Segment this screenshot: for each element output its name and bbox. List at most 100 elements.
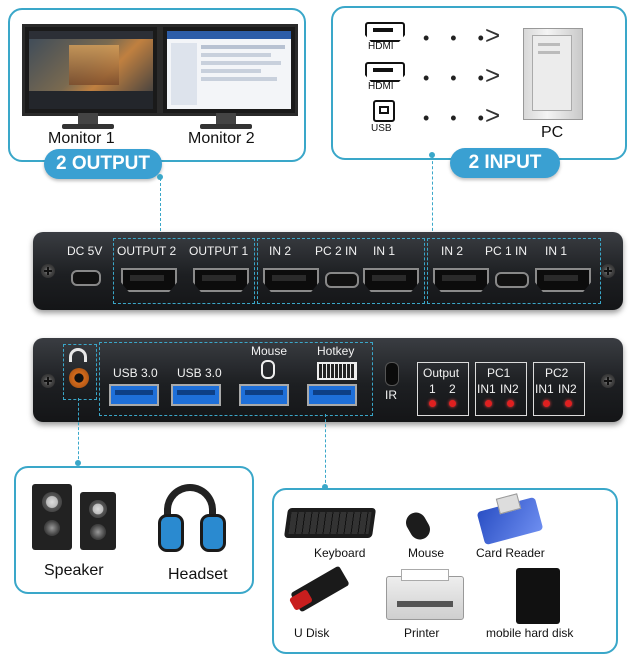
screw-icon	[601, 264, 615, 278]
connection-dots: • • •	[423, 108, 492, 128]
pc1-in2-port	[433, 268, 489, 292]
pc1-usb-c-port	[495, 272, 529, 288]
connector-line	[325, 414, 326, 488]
mouse-usb-port	[239, 384, 289, 406]
speaker-label: Speaker	[44, 562, 104, 579]
usb30-2-port	[171, 384, 221, 406]
usb-devices-panel: Keyboard Mouse Card Reader U Disk Printe…	[272, 488, 618, 654]
monitor-2-base	[200, 124, 252, 129]
pc2-led-in1	[543, 400, 550, 407]
speaker-right-image	[80, 492, 116, 550]
hdmi-icon	[365, 22, 405, 42]
output-led-label: Output	[423, 366, 460, 380]
card-reader-label: Card Reader	[476, 546, 545, 560]
hard-disk-image	[516, 568, 560, 624]
connector-line	[432, 156, 433, 236]
printer-image	[386, 569, 464, 620]
usb-label: USB	[371, 123, 392, 134]
hdmi-label-1: HDMI	[368, 41, 394, 52]
connector-dot	[429, 152, 435, 158]
monitor-2-label: Monitor 2	[188, 130, 255, 147]
usb30-2-label: USB 3.0	[177, 366, 222, 380]
kvm-front-panel: DC 5V OUTPUT 2 OUTPUT 1 IN 2 PC 2 IN IN …	[33, 232, 623, 310]
pc1-in2-label: IN 2	[441, 244, 464, 258]
pc-tower-image	[523, 28, 583, 120]
pc2-in2-port	[263, 268, 319, 292]
hdmi-icon	[365, 62, 405, 82]
mouse-image	[402, 508, 434, 544]
pc2-led-label: PC2	[545, 366, 569, 380]
pc1-led-label: PC1	[487, 366, 511, 380]
hard-disk-label: mobile hard disk	[486, 626, 574, 640]
audio-group	[63, 344, 97, 400]
pc2-led-in1-label: IN1	[535, 382, 554, 396]
ir-receiver	[385, 362, 399, 386]
card-reader-image	[476, 493, 544, 546]
headset-image	[158, 484, 226, 552]
output-2-label: OUTPUT 2	[117, 244, 177, 258]
monitor-2-image	[160, 24, 298, 116]
connection-dots: • • •	[423, 28, 492, 48]
pc2-in1-label: IN 1	[373, 244, 396, 258]
pc1-in1-port	[535, 268, 591, 292]
monitor-1-label: Monitor 1	[48, 130, 115, 147]
ir-label: IR	[385, 388, 397, 402]
pc1-led-box	[475, 362, 527, 416]
mouse-label: Mouse	[408, 546, 445, 560]
keyboard-icon	[317, 362, 357, 380]
output-1-port	[193, 268, 249, 292]
chevron-right-icon: >	[485, 100, 501, 130]
monitor-1-base	[62, 124, 114, 129]
screw-icon	[601, 374, 615, 388]
kvm-back-panel: USB 3.0 USB 3.0 Mouse Hotkey IR Output 1…	[33, 338, 623, 422]
pc-label: PC	[541, 124, 564, 141]
speaker-left-image	[32, 484, 72, 550]
headphone-icon	[69, 348, 87, 362]
monitors-panel: Monitor 1 Monitor 2	[8, 8, 306, 162]
dc-label: DC 5V	[67, 244, 103, 258]
pc1-in-label: PC 1 IN	[485, 244, 528, 258]
audio-jack-port	[69, 368, 89, 388]
mouse-port-label: Mouse	[251, 344, 288, 358]
keyboard-image	[283, 508, 377, 538]
pc-inputs-panel: HDMI HDMI USB • • • > • • • > • • • > PC	[331, 6, 627, 160]
pc2-in-label: PC 2 IN	[315, 244, 358, 258]
output-led-1	[429, 400, 436, 407]
connector-dot	[157, 174, 163, 180]
output-led-2-label: 2	[449, 382, 456, 396]
connection-dots: • • •	[423, 68, 492, 88]
pc1-led-in1-label: IN1	[477, 382, 496, 396]
chevron-right-icon: >	[485, 60, 501, 90]
input-badge: 2 INPUT	[450, 148, 560, 178]
connector-line	[78, 398, 79, 464]
printer-label: Printer	[404, 626, 440, 640]
pc1-in1-label: IN 1	[545, 244, 568, 258]
output-led-box	[417, 362, 469, 416]
pc2-in1-port	[363, 268, 419, 292]
udisk-image	[288, 565, 350, 613]
keyboard-label: Keyboard	[314, 546, 366, 560]
output-led-2	[449, 400, 456, 407]
usb-group	[99, 342, 373, 416]
output-group	[113, 238, 255, 304]
pc2-usb-c-port	[325, 272, 359, 288]
mouse-icon	[261, 360, 275, 379]
usb-b-icon	[373, 100, 395, 122]
pc2-input-group	[257, 238, 425, 304]
hotkey-port-label: Hotkey	[317, 344, 355, 358]
pc2-led-box	[533, 362, 585, 416]
screw-icon	[41, 374, 55, 388]
chevron-right-icon: >	[485, 20, 501, 50]
headset-label: Headset	[168, 566, 228, 583]
output-1-label: OUTPUT 1	[189, 244, 249, 258]
dc-port	[71, 270, 101, 286]
usb30-1-label: USB 3.0	[113, 366, 158, 380]
pc1-led-in2-label: IN2	[500, 382, 519, 396]
pc2-led-in2	[565, 400, 572, 407]
connector-dot	[75, 460, 81, 466]
screw-icon	[41, 264, 55, 278]
monitor-1-stand	[78, 113, 98, 125]
pc2-in2-label: IN 2	[269, 244, 292, 258]
hotkey-usb-port	[307, 384, 357, 406]
output-badge: 2 OUTPUT	[44, 149, 162, 179]
